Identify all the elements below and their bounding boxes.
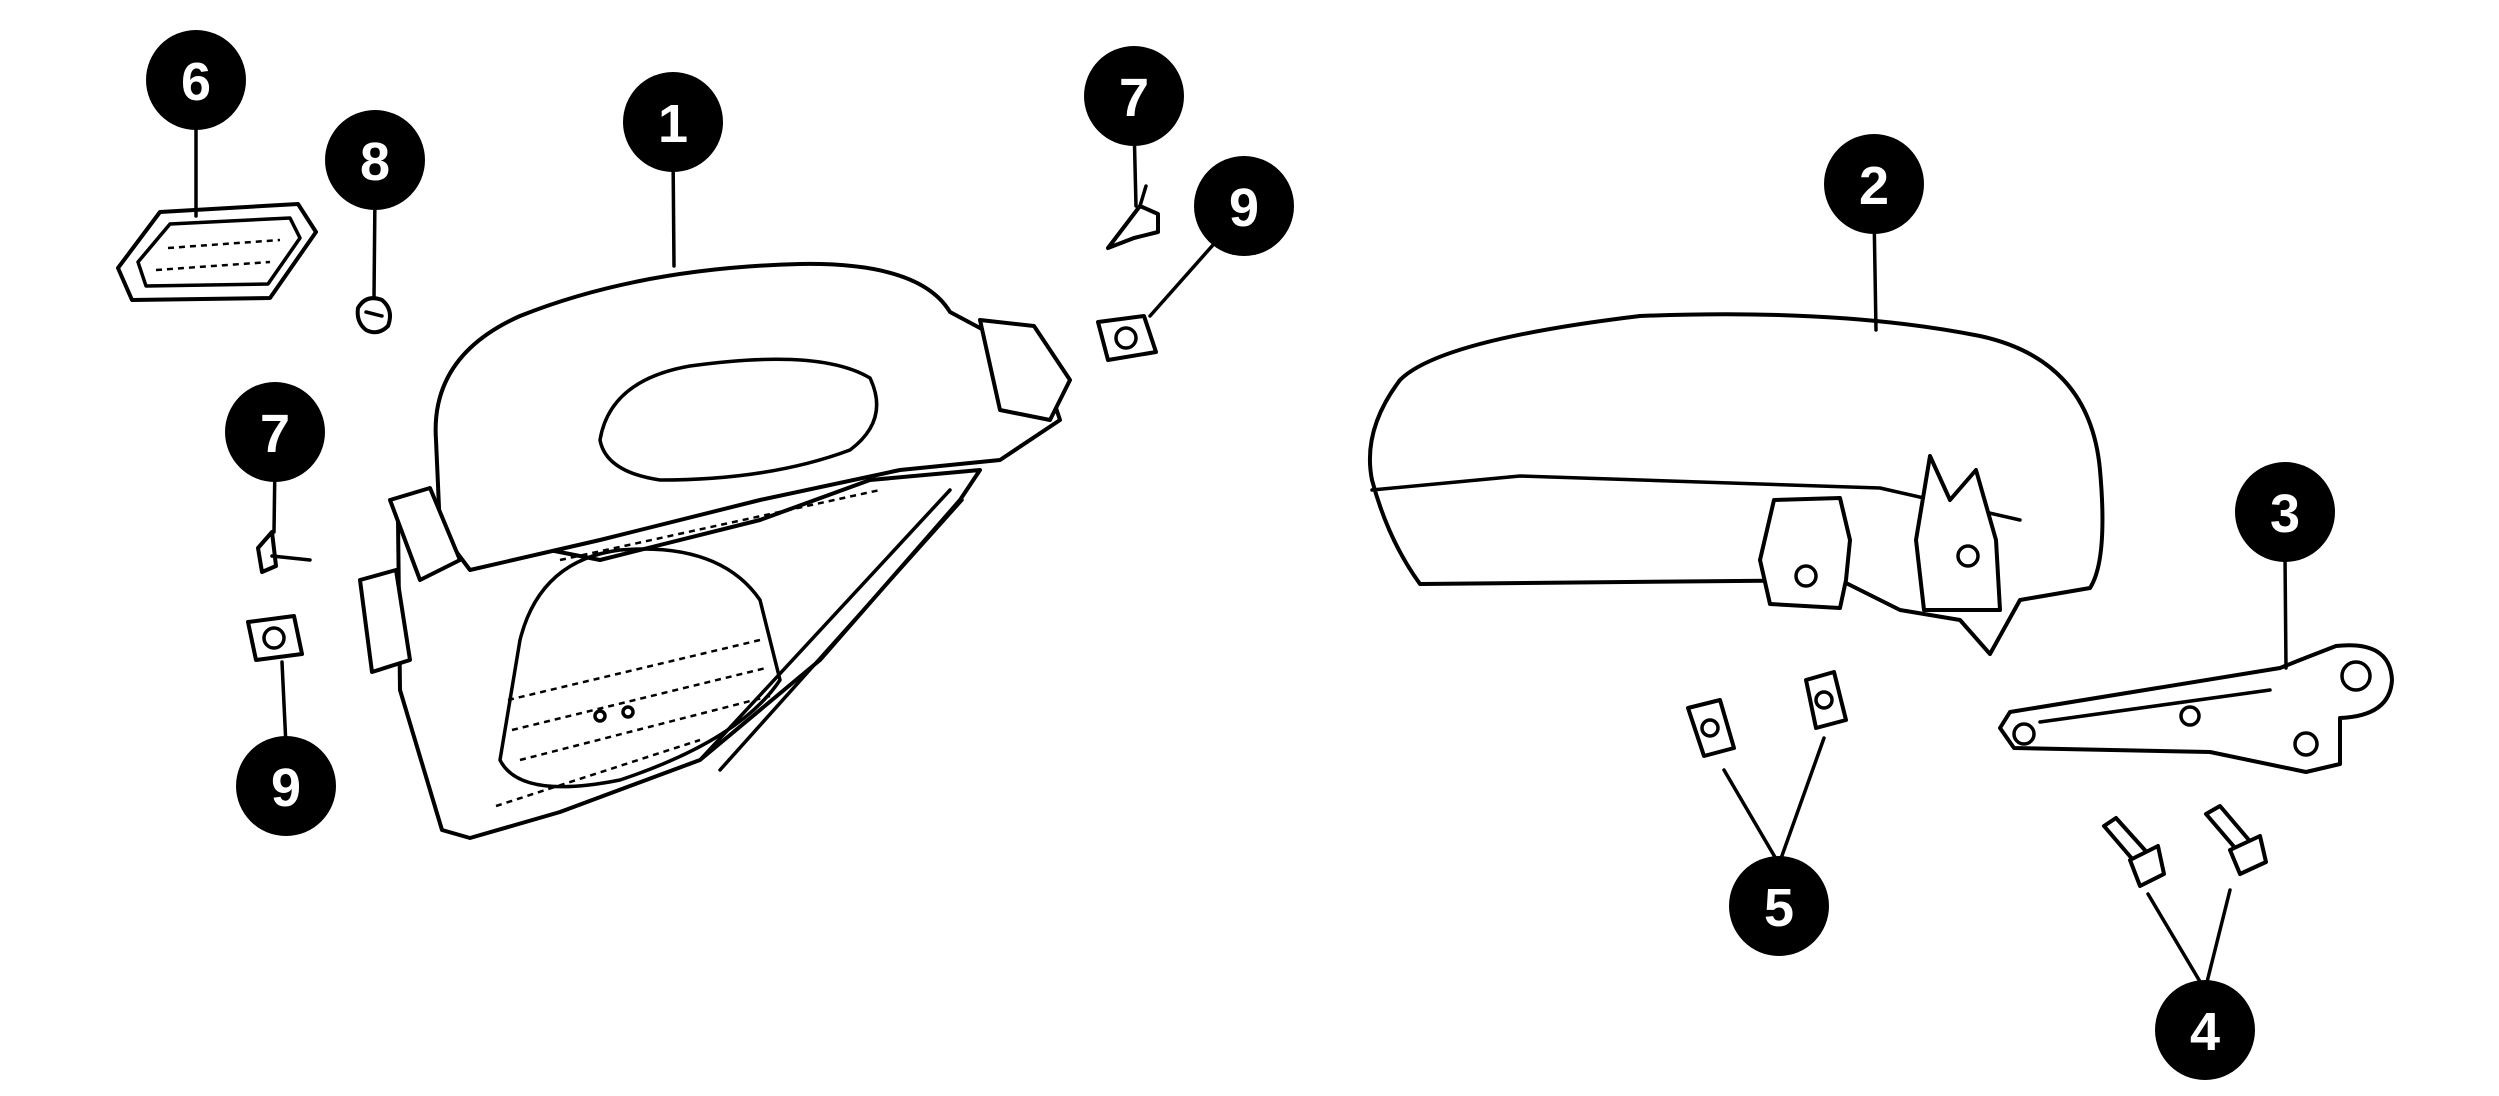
callout-9-top: 9 [1194, 156, 1294, 256]
part-4-bolts [2102, 804, 2268, 888]
leader-5a [1722, 768, 1781, 866]
callout-1: 1 [623, 72, 723, 172]
callout-9-left-label: 9 [271, 758, 301, 818]
callout-2: 2 [1824, 134, 1924, 234]
callout-1-label: 1 [658, 94, 688, 154]
callout-3-label: 3 [2270, 484, 2300, 544]
leader-4a [2146, 892, 2207, 992]
part-9-nut-left [246, 614, 304, 662]
part-2-cover [1367, 312, 2105, 656]
part-3-bracket [1998, 643, 2394, 774]
callout-7-left-label: 7 [260, 404, 290, 464]
callout-6: 6 [146, 30, 246, 130]
leader-3 [2283, 554, 2288, 670]
part-8-clip [355, 296, 392, 335]
part-9-nut-top [1096, 314, 1158, 362]
callout-3: 3 [2235, 462, 2335, 562]
callout-6-label: 6 [181, 52, 211, 112]
part-7-pin-top [1106, 184, 1160, 250]
callout-5: 5 [1729, 856, 1829, 956]
callout-7-left: 7 [225, 382, 325, 482]
callout-4-label: 4 [2190, 1002, 2220, 1062]
callout-8: 8 [325, 110, 425, 210]
callout-9-top-label: 9 [1229, 178, 1259, 238]
callout-4: 4 [2155, 980, 2255, 1080]
part-6-pad [116, 202, 318, 302]
part-5-clip-nuts [1686, 670, 1848, 758]
callout-5-label: 5 [1764, 878, 1794, 938]
callout-7-top: 7 [1084, 46, 1184, 146]
part-1-housing [358, 261, 1072, 840]
leader-9-left [280, 660, 288, 748]
leader-5b [1777, 736, 1826, 866]
leader-4b [2203, 888, 2232, 992]
callout-9-left: 9 [236, 736, 336, 836]
callout-8-label: 8 [360, 132, 390, 192]
callout-7-top-label: 7 [1119, 68, 1149, 128]
part-7-pin-left [256, 530, 312, 574]
callout-2-label: 2 [1859, 156, 1889, 216]
